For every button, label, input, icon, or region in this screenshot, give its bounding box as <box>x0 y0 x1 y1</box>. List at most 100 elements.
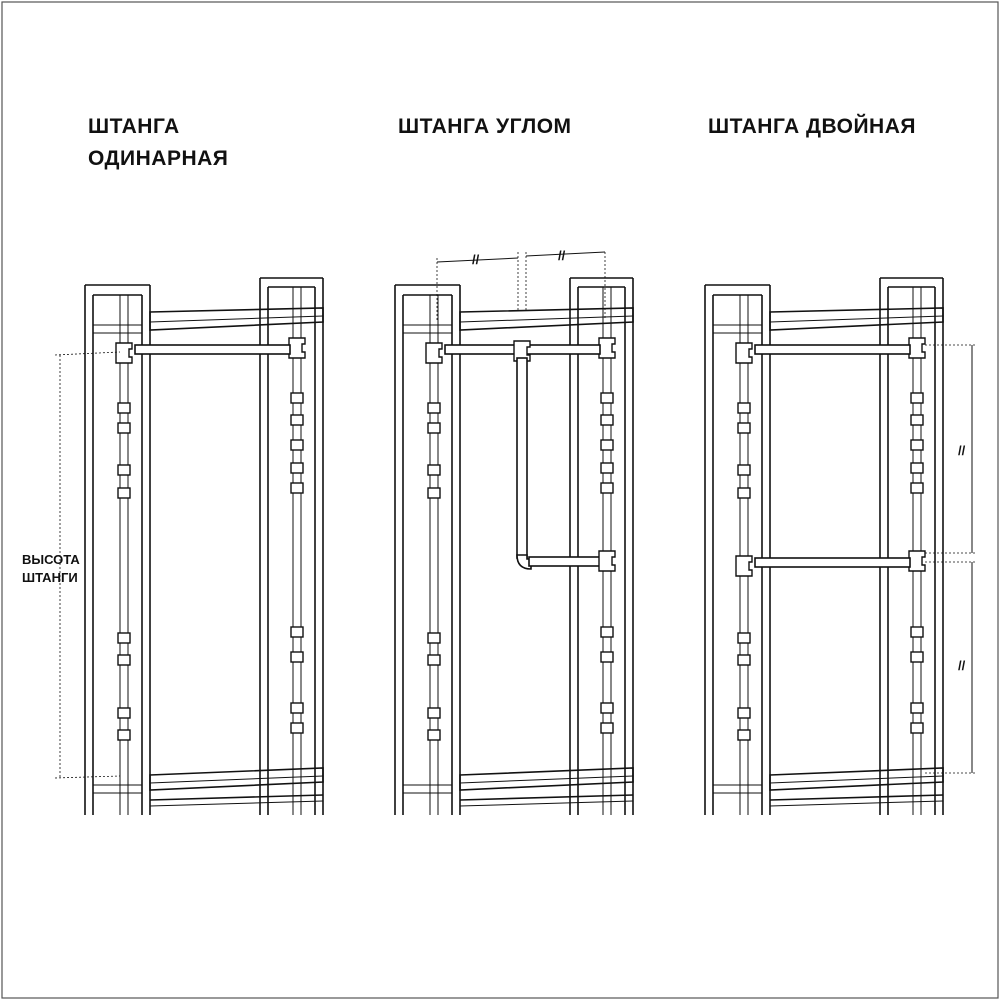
post-clamp-right <box>910 722 924 734</box>
post-clamp-right <box>910 626 924 638</box>
top-shelf <box>769 307 944 331</box>
post-clamp-right <box>290 626 304 638</box>
post-clamp-right <box>290 414 304 426</box>
post-clamp-left <box>117 654 131 666</box>
top-shelf-edge <box>459 315 634 323</box>
top-shelf <box>459 307 634 331</box>
rod-tee-left <box>115 342 133 364</box>
post-clamp-left <box>117 402 131 414</box>
rod-tee-right <box>598 337 616 359</box>
title-single-line1: ШТАНГА <box>88 115 180 138</box>
post-clamp-left <box>117 729 131 741</box>
post-clamp-right <box>910 462 924 474</box>
post-clamp-right <box>910 392 924 404</box>
post-clamp-right <box>600 414 614 426</box>
post-clamp-right <box>290 651 304 663</box>
post-clamp-left <box>737 422 751 434</box>
vertical-drop-rod <box>516 357 528 559</box>
post-clamp-right <box>290 392 304 404</box>
post-clamp-left <box>427 464 441 476</box>
dimension-label-line1: ВЫСОТА <box>22 552 80 567</box>
post-clamp-left <box>737 402 751 414</box>
corner-dim-right <box>525 251 606 257</box>
post-clamp-left <box>427 654 441 666</box>
post-clamp-right <box>290 482 304 494</box>
post-clamp-right <box>600 626 614 638</box>
post-clamp-right <box>600 722 614 734</box>
unit-single-rod <box>84 277 324 815</box>
rod-tee-right-lower <box>908 550 926 572</box>
post-clamp-right <box>910 651 924 663</box>
hanging-rod-lower <box>528 556 605 567</box>
height-extension-top <box>54 351 121 356</box>
bottom-shelf-edge <box>459 775 634 784</box>
dimension-label-line2: ШТАНГИ <box>22 570 78 585</box>
rod-tee-right <box>288 337 306 359</box>
post-clamp-left <box>737 729 751 741</box>
equal-mark-right: // <box>558 248 566 263</box>
rod-tee-lower <box>598 550 616 572</box>
post-clamp-right <box>910 414 924 426</box>
post-clamp-left <box>427 707 441 719</box>
post-clamp-left <box>737 464 751 476</box>
post-clamp-left <box>117 487 131 499</box>
title-corner: ШТАНГА УГЛОМ <box>398 115 572 138</box>
bottom-rail-inner <box>459 800 634 807</box>
post-clamp-right <box>290 439 304 451</box>
unit-corner-rod <box>394 277 634 815</box>
equal-mark-left: // <box>472 252 480 267</box>
equal-mark-lower: // <box>958 658 966 673</box>
top-shelf-edge <box>769 315 944 323</box>
title-single-line2: ОДИНАРНАЯ <box>88 147 228 170</box>
post-clamp-left <box>427 729 441 741</box>
post-clamp-right <box>600 392 614 404</box>
corner-dim-left <box>436 257 519 263</box>
hanging-rod-lower <box>754 557 911 568</box>
post-clamp-right <box>290 722 304 734</box>
post-clamp-left <box>117 464 131 476</box>
post-clamp-right <box>600 651 614 663</box>
rod-tee-left <box>425 342 443 364</box>
top-shelf-edge <box>149 315 324 323</box>
post-clamp-right <box>600 482 614 494</box>
post-clamp-left <box>427 632 441 644</box>
height-extension-bottom <box>54 775 121 779</box>
bottom-shelf <box>459 767 634 791</box>
post-clamp-right <box>910 439 924 451</box>
bottom-shelf-edge <box>769 775 944 784</box>
rod-tee-left-lower <box>735 555 753 577</box>
bottom-rail-inner <box>769 800 944 807</box>
equal-mark-upper: // <box>958 443 966 458</box>
bottom-rail <box>769 794 944 801</box>
post-clamp-left <box>117 632 131 644</box>
bottom-rail <box>149 794 324 801</box>
post-clamp-left <box>117 422 131 434</box>
post-clamp-left <box>117 707 131 719</box>
rod-tee-right <box>908 337 926 359</box>
post-clamp-right <box>290 462 304 474</box>
bottom-shelf <box>149 767 324 791</box>
bottom-rail <box>459 794 634 801</box>
top-shelf <box>149 307 324 331</box>
post-clamp-right <box>290 702 304 714</box>
post-clamp-left <box>737 487 751 499</box>
bottom-shelf-edge <box>149 775 324 784</box>
post-clamp-right <box>600 439 614 451</box>
post-clamp-left <box>737 707 751 719</box>
post-clamp-right <box>910 482 924 494</box>
post-clamp-left <box>737 632 751 644</box>
post-clamp-left <box>427 402 441 414</box>
bottom-rail-inner <box>149 800 324 807</box>
bottom-shelf <box>769 767 944 791</box>
title-double: ШТАНГА ДВОЙНАЯ <box>708 114 916 138</box>
post-clamp-left <box>427 422 441 434</box>
hanging-rod-top <box>754 344 911 355</box>
post-clamp-left <box>427 487 441 499</box>
rod-tee-left <box>735 342 753 364</box>
post-clamp-right <box>600 702 614 714</box>
post-clamp-right <box>600 462 614 474</box>
hanging-rod <box>134 344 291 355</box>
